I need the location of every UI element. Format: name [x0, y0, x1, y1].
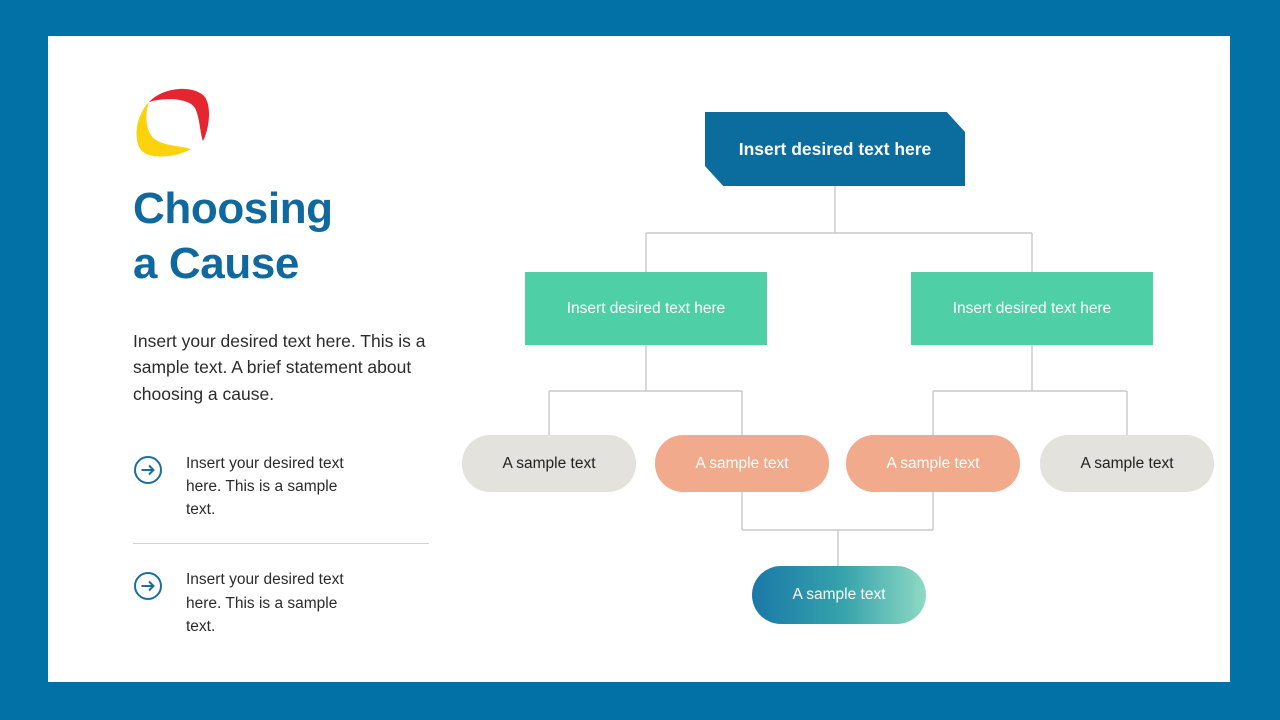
bullet-divider	[133, 543, 429, 545]
bullet-item-label: Insert your desired text here. This is a…	[186, 571, 344, 635]
flow-node-root[interactable]: Insert desired text here	[705, 112, 965, 186]
bullet-list: Insert your desired text here. This is a…	[133, 450, 429, 641]
left-content-column: Choosing a Cause Insert your desired tex…	[133, 85, 493, 640]
page-title: Choosing a Cause	[133, 184, 333, 289]
flow-node-leaf-1[interactable]: A sample text	[462, 435, 636, 492]
brand-logo	[133, 85, 211, 157]
flow-node-leaf-4[interactable]: A sample text	[1040, 435, 1214, 492]
logo-yellow-stroke	[136, 102, 191, 157]
logo-red-stroke	[149, 88, 210, 141]
flow-node-leaf-3[interactable]: A sample text	[846, 435, 1020, 492]
flow-node-leaf-2[interactable]: A sample text	[655, 435, 829, 492]
intro-paragraph: Insert your desired text here. This is a…	[133, 330, 426, 405]
bullet-item-label: Insert your desired text here. This is a…	[186, 454, 344, 519]
slide-card: Choosing a Cause Insert your desired tex…	[48, 36, 1230, 682]
flow-node-final[interactable]: A sample text	[752, 566, 926, 624]
flow-node-level2-1[interactable]: Insert desired text here	[525, 272, 767, 345]
flow-node-level2-2[interactable]: Insert desired text here	[911, 272, 1153, 345]
bullet-item-1[interactable]: Insert your desired text here. This is a…	[133, 450, 429, 524]
circle-arrow-right-icon	[133, 571, 163, 601]
circle-arrow-right-icon	[133, 455, 163, 485]
bullet-item-2[interactable]: Insert your desired text here. This is a…	[133, 566, 429, 640]
